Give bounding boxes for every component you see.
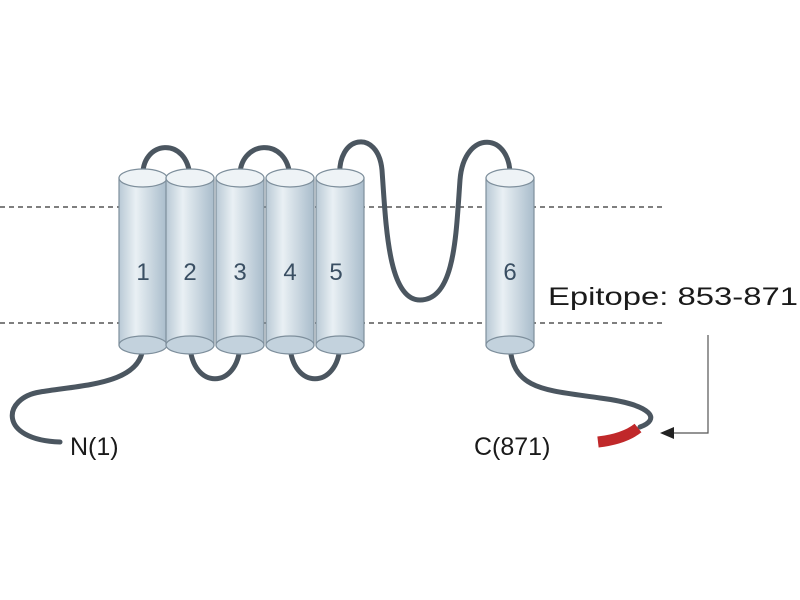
loop-2-3	[187, 342, 243, 382]
loop-4-5	[287, 342, 343, 382]
n-terminus-label: N(1)	[70, 433, 119, 461]
epitope-arrow	[660, 335, 709, 439]
loops	[10, 139, 654, 445]
c-terminus-label: C(871)	[474, 433, 550, 461]
helix-3-label: 3	[233, 259, 246, 286]
helix-3: 3	[215, 168, 265, 355]
loop-5-6	[337, 139, 513, 303]
helix-5: 5	[315, 168, 365, 355]
loop-1-2	[140, 145, 193, 181]
helix-1: 1	[118, 168, 168, 355]
n-terminal-tail	[10, 342, 146, 445]
helix-5-label: 5	[329, 259, 342, 286]
helix-1-label: 1	[136, 259, 149, 286]
helix-6-label: 6	[503, 259, 516, 286]
helix-2: 2	[165, 168, 215, 355]
helix-2-label: 2	[183, 259, 196, 286]
epitope-segment	[597, 423, 642, 448]
loop-3-4	[237, 145, 293, 181]
arrowhead-icon	[660, 427, 674, 439]
helix-6: 6	[485, 168, 535, 355]
epitope-label: Epitope: 853-871	[548, 283, 798, 311]
c-terminal-tail	[507, 342, 654, 430]
helix-4-label: 4	[283, 259, 296, 286]
helix-4: 4	[265, 168, 315, 355]
